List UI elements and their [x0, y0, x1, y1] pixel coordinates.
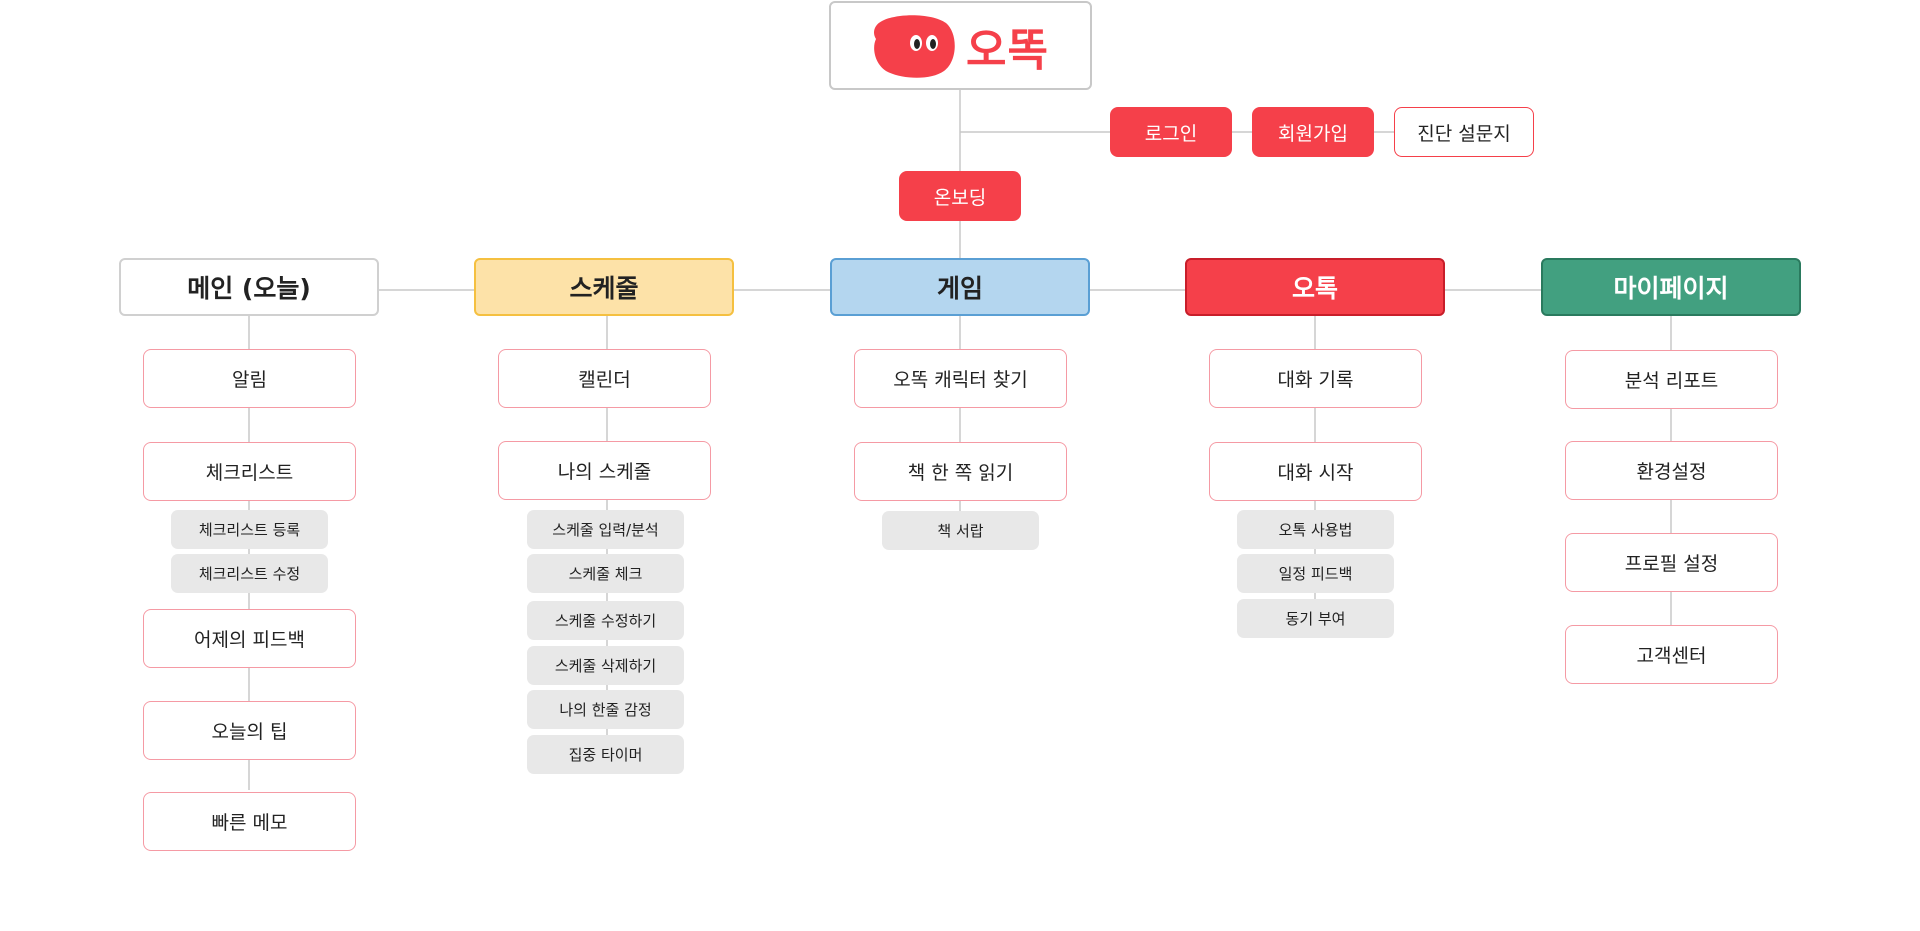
- logo-wordmark: 오똑: [966, 24, 1049, 76]
- game-item-read-page: 책 한 쪽 읽기: [854, 442, 1067, 501]
- mypage-item-profile: 프로필 설정: [1565, 533, 1778, 592]
- signup-node: 회원가입: [1252, 107, 1374, 157]
- login-node: 로그인: [1110, 107, 1232, 157]
- main-item-quick-memo: 빠른 메모: [143, 792, 356, 851]
- category-mypage: 마이페이지: [1541, 258, 1801, 316]
- main-item-checklist: 체크리스트: [143, 442, 356, 501]
- logo-box: 오똑: [829, 1, 1092, 90]
- game-sub-bookshelf: 책 서랍: [882, 511, 1039, 550]
- mascot-logo-icon: [874, 14, 955, 78]
- otalk-item-history: 대화 기록: [1209, 349, 1422, 408]
- main-item-today-tip: 오늘의 팁: [143, 701, 356, 760]
- schedule-sub-check: 스케줄 체크: [527, 554, 684, 593]
- category-game: 게임: [830, 258, 1090, 316]
- mypage-item-support: 고객센터: [1565, 625, 1778, 684]
- main-sub-checklist-add: 체크리스트 등록: [171, 510, 328, 549]
- main-item-yesterday-feedback: 어제의 피드백: [143, 609, 356, 668]
- game-item-find-character: 오똑 캐릭터 찾기: [854, 349, 1067, 408]
- schedule-sub-delete: 스케줄 삭제하기: [527, 646, 684, 685]
- survey-node: 진단 설문지: [1394, 107, 1534, 157]
- main-sub-checklist-edit: 체크리스트 수정: [171, 554, 328, 593]
- schedule-item-calendar: 캘린더: [498, 349, 711, 408]
- mypage-item-report: 분석 리포트: [1565, 350, 1778, 409]
- schedule-sub-emotion: 나의 한줄 감정: [527, 690, 684, 729]
- category-main: 메인 (오늘): [119, 258, 379, 316]
- schedule-sub-edit: 스케줄 수정하기: [527, 601, 684, 640]
- otalk-sub-feedback: 일정 피드백: [1237, 554, 1394, 593]
- otalk-item-start: 대화 시작: [1209, 442, 1422, 501]
- mypage-item-settings: 환경설정: [1565, 441, 1778, 500]
- otalk-sub-howto: 오톡 사용법: [1237, 510, 1394, 549]
- schedule-item-my-schedule: 나의 스케줄: [498, 441, 711, 500]
- category-otalk: 오톡: [1185, 258, 1445, 316]
- schedule-sub-input: 스케줄 입력/분석: [527, 510, 684, 549]
- otalk-sub-motivation: 동기 부여: [1237, 599, 1394, 638]
- schedule-sub-timer: 집중 타이머: [527, 735, 684, 774]
- main-item-alerts: 알림: [143, 349, 356, 408]
- onboarding-node: 온보딩: [899, 171, 1021, 221]
- category-schedule: 스케줄: [474, 258, 734, 316]
